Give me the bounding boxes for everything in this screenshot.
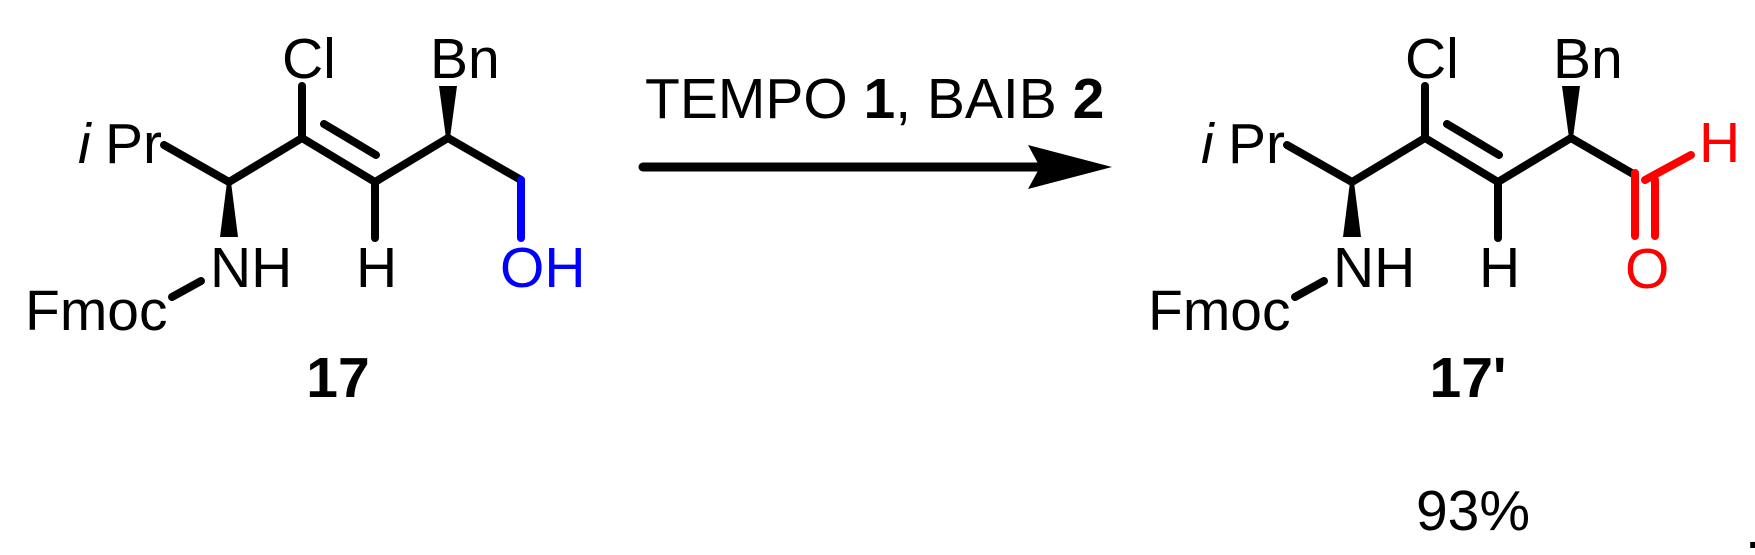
cl-label: Cl	[282, 27, 336, 91]
bn-label: Bn	[430, 27, 500, 91]
bond-c4-c5	[444, 134, 525, 184]
wedge-bond-bn	[439, 86, 457, 138]
bond-c1-c2	[1348, 134, 1429, 186]
bond-c3-c4	[1494, 134, 1575, 186]
ipr-pr-label: Pr	[105, 112, 162, 176]
compound-label-17: 17	[306, 346, 369, 410]
reagents-label: TEMPO 1, BAIB 2	[645, 67, 1104, 131]
starting-material-17: i Pr Cl Bn NH H OH Fmoc 17	[25, 27, 586, 410]
compound-label-17-prime: 17'	[1430, 346, 1507, 410]
bond-ipr	[1283, 141, 1356, 186]
oh-label: OH	[500, 236, 586, 300]
product-17-prime: i Pr Cl Bn NH H O H Fmoc 17' 93%	[1148, 27, 1740, 543]
ipr-i-label: i	[1201, 112, 1215, 176]
reaction-arrow: TEMPO 1, BAIB 2	[638, 67, 1112, 189]
bond-c3-c4	[371, 134, 452, 186]
double-bond-inner	[1443, 120, 1503, 159]
wedge-bond-bn	[1562, 86, 1580, 138]
bond-fmoc-nh	[1291, 277, 1328, 301]
yield-label: 93%	[1416, 479, 1530, 543]
h-label: H	[356, 236, 397, 300]
cl-label: Cl	[1405, 27, 1459, 91]
nh-label: NH	[210, 236, 292, 300]
wedge-bond-nh	[220, 182, 238, 237]
bn-label: Bn	[1553, 27, 1623, 91]
bond-c4-c5	[1567, 134, 1639, 179]
h-label: H	[1479, 236, 1520, 300]
o-label: O	[1625, 237, 1669, 301]
nh-label: NH	[1333, 236, 1415, 300]
double-bond-inner	[320, 120, 380, 159]
bond-c2-c3	[1421, 134, 1502, 186]
bond-c1-c2	[225, 134, 306, 186]
wedge-bond-nh	[1343, 182, 1361, 237]
ipr-pr-label: Pr	[1228, 112, 1285, 176]
trailing-period: .	[1745, 497, 1755, 555]
fmoc-label: Fmoc	[1148, 279, 1291, 343]
bond-c2-c3	[298, 134, 379, 186]
arrow-head-icon	[1028, 145, 1112, 189]
fmoc-label: Fmoc	[25, 279, 168, 343]
bond-fmoc-nh	[168, 277, 205, 301]
bond-c-h-aldehyde	[1641, 151, 1695, 184]
bond-ipr	[160, 141, 233, 186]
aldehyde-h-label: H	[1699, 111, 1740, 175]
ipr-i-label: i	[78, 112, 92, 176]
